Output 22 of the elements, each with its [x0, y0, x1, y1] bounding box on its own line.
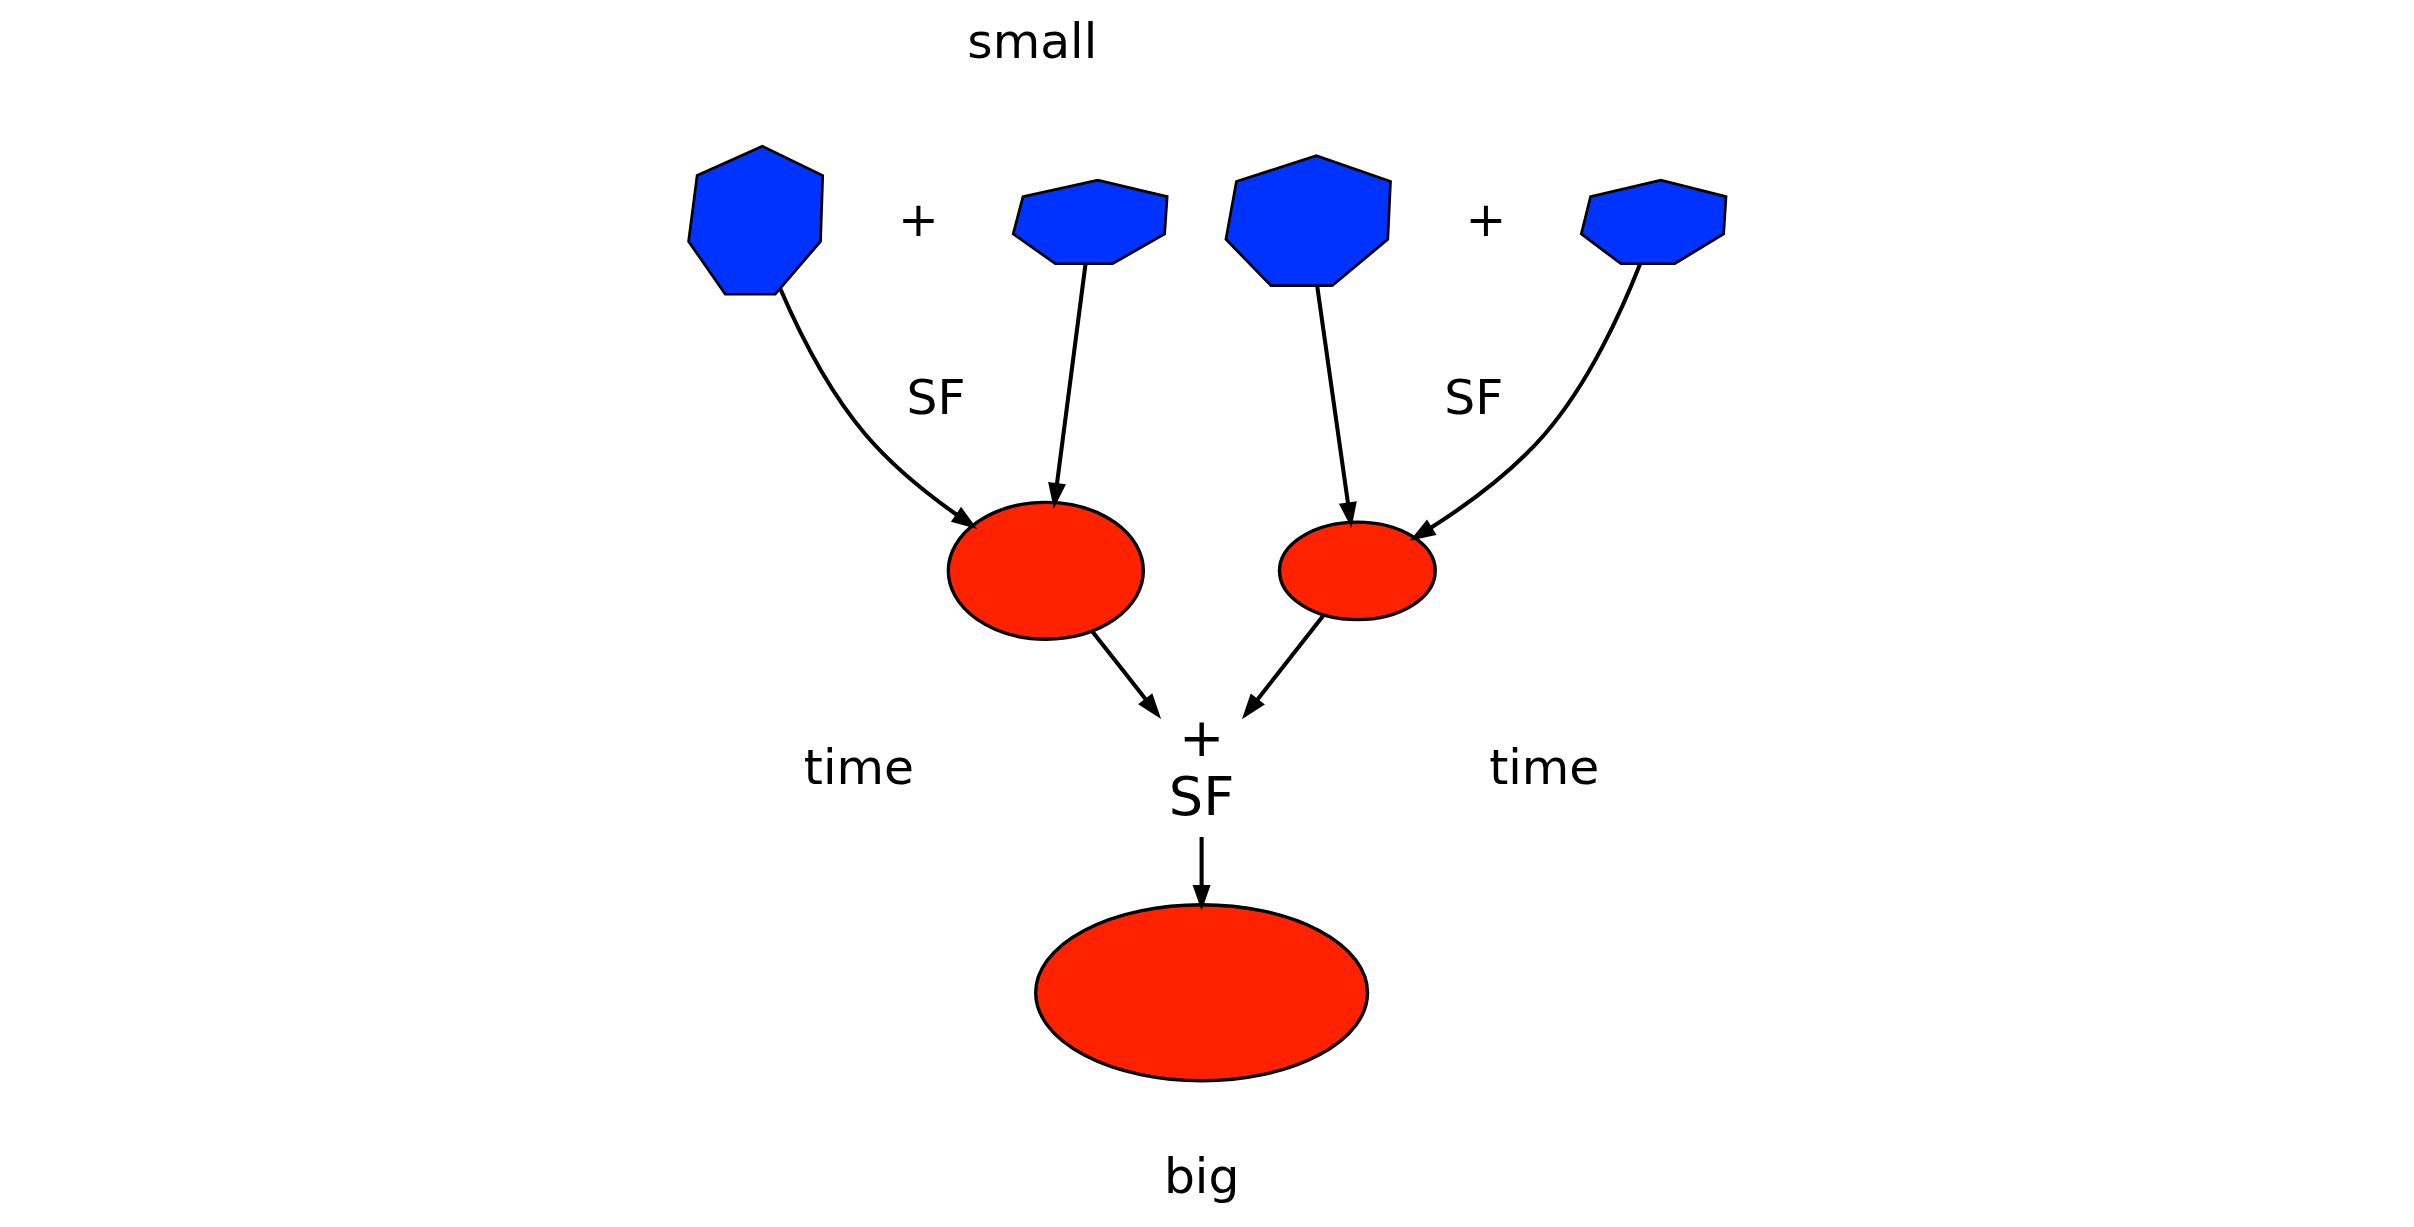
arrow [777, 287, 977, 529]
node-blob [686, 144, 824, 296]
label: time [1488, 738, 1599, 795]
node-blob [1579, 178, 1727, 266]
label: SF [1443, 369, 1503, 426]
label: big [1163, 1147, 1239, 1204]
arrow [1047, 263, 1087, 509]
node-text: + SF [1168, 705, 1234, 829]
arrow [1409, 263, 1642, 541]
label: + [897, 191, 939, 247]
arrow [1090, 629, 1161, 720]
node-blob [1223, 154, 1392, 288]
label: SF [906, 369, 966, 426]
node-ellipse [946, 500, 1145, 641]
arrow [1192, 837, 1211, 911]
arrow [1241, 614, 1325, 720]
label: small [966, 12, 1097, 69]
label: time [803, 738, 914, 795]
node-blob [1011, 178, 1169, 266]
label: + [1465, 191, 1506, 247]
arrow [1314, 285, 1357, 529]
node-ellipse [1033, 903, 1369, 1083]
